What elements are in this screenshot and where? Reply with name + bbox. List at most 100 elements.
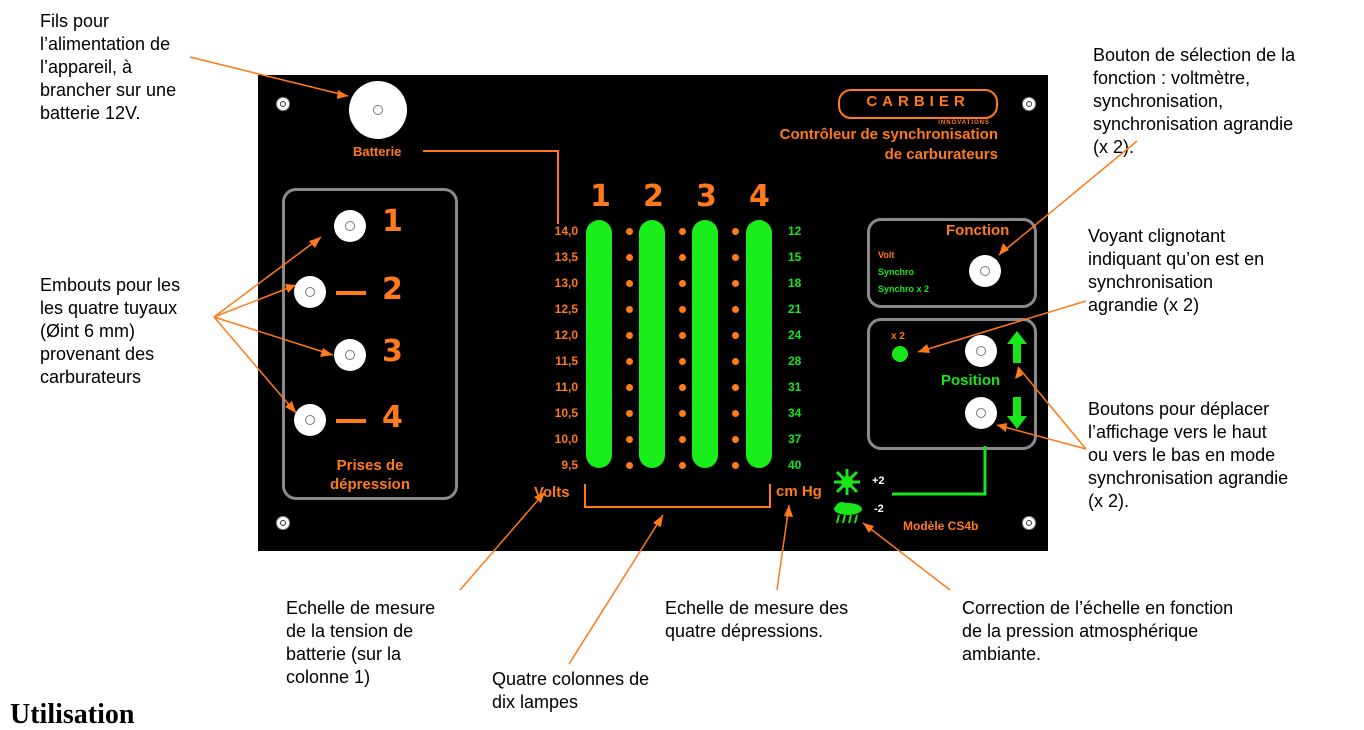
hg-scale-label: 34 — [788, 406, 802, 420]
port-number: 3 — [382, 334, 403, 369]
annotation-line: Quatre colonnes de — [492, 669, 650, 689]
arrow-up-icon — [1007, 331, 1027, 363]
position-down-button[interactable] — [965, 397, 997, 429]
lamp-dot — [679, 410, 686, 417]
battery-wire-grommet — [349, 81, 407, 139]
arrow-down-icon — [1007, 397, 1027, 429]
lamp-dot — [732, 280, 739, 287]
sun-icon — [834, 469, 860, 495]
annotation-boutons-deplacer: Boutons pour déplacer l’affichage vers l… — [1088, 398, 1288, 513]
annotation-fils: Fils pour l’alimentation de l’appareil, … — [40, 10, 176, 125]
annotation-line: dix lampes — [492, 692, 579, 712]
lamp-dot — [732, 436, 739, 443]
annotation-line: Echelle de mesure des — [665, 598, 849, 618]
annotation-line: brancher sur une — [40, 80, 177, 100]
correction-wire — [892, 446, 987, 496]
leader-embouts-4 — [213, 316, 297, 414]
fonction-selector-button[interactable] — [969, 255, 1001, 287]
position-label: Position — [941, 372, 1001, 389]
annotation-echelle-depressions: Echelle de mesure des quatre dépressions… — [665, 597, 848, 643]
prises-label-line2: dépression — [329, 476, 411, 493]
volt-scale-label: 13,5 — [554, 250, 578, 264]
arrowhead — [653, 515, 663, 527]
lamp-dot — [679, 384, 686, 391]
leader-position-down — [996, 424, 1087, 450]
arrowhead — [285, 284, 296, 293]
annotation-embouts: Embouts pour les les quatre tuyaux (Øint… — [40, 274, 180, 389]
annotation-line: Correction de l’échelle en fonction — [962, 598, 1234, 618]
annotation-line: Echelle de mesure — [286, 598, 436, 618]
fonction-option-synchro: Synchro — [878, 267, 915, 277]
annotation-line: colonne 1) — [286, 667, 371, 687]
hg-unit-text: cm Hg — [776, 483, 822, 500]
battery-wire — [423, 150, 559, 224]
lamp-dot — [679, 306, 686, 313]
x2-label: x 2 — [891, 331, 905, 342]
lamp-dot — [732, 462, 739, 469]
port-dash — [336, 419, 366, 423]
vacuum-port-4 — [294, 404, 326, 436]
column-number: 2 — [643, 179, 664, 214]
lamp-dot — [732, 228, 739, 235]
arrowhead — [285, 401, 296, 413]
leader-volts — [459, 491, 546, 591]
lamp-dot — [679, 462, 686, 469]
leader-fonction — [998, 140, 1138, 256]
volt-scale-label: 10,5 — [554, 406, 578, 420]
annotation-line: ambiante. — [962, 644, 1042, 664]
hg-scale-label: 21 — [788, 302, 802, 316]
volt-scale-label: 9,5 — [561, 458, 578, 472]
annotation-echelle-tension: Echelle de mesure de la tension de batte… — [286, 597, 435, 689]
hg-unit: cm Hg — [776, 483, 822, 500]
arrowhead — [784, 505, 793, 517]
lamp-dot — [679, 280, 686, 287]
annotation-line: agrandie (x 2) — [1088, 295, 1200, 315]
volt-scale-label: 13,0 — [554, 276, 578, 290]
lamp-column-2 — [639, 220, 665, 468]
annotation-quatre-colonnes: Quatre colonnes de dix lampes — [492, 668, 649, 714]
lamp-dot — [626, 462, 633, 469]
leader-embouts-3 — [213, 316, 334, 356]
lamp-dot — [626, 228, 633, 235]
annotation-line: batterie 12V. — [40, 103, 141, 123]
annotation-line: fonction : voltmètre, — [1093, 68, 1251, 88]
hg-scale-label: 37 — [788, 432, 802, 446]
vacuum-port-1 — [334, 210, 366, 242]
annotation-line: de la pression atmosphérique — [962, 621, 1199, 641]
lamp-column-3 — [692, 220, 718, 468]
lamp-dot — [679, 254, 686, 261]
arrowhead — [337, 90, 348, 99]
lamp-column-4 — [746, 220, 772, 468]
screw-icon — [276, 97, 290, 111]
annotation-line: Fils pour — [40, 11, 110, 31]
annotation-line: batterie (sur la — [286, 644, 402, 664]
lamp-dot — [626, 280, 633, 287]
lamp-dot — [732, 358, 739, 365]
lamp-dot — [679, 358, 686, 365]
lamp-dot — [732, 384, 739, 391]
panel-title-line1: Contrôleur de synchronisation — [779, 126, 998, 143]
logo-subtext: INNOVATIONS — [938, 120, 990, 126]
screw-icon — [1022, 97, 1036, 111]
leader-colonnes — [568, 514, 664, 665]
prises-label-line1: Prises de — [336, 457, 404, 474]
leader-hg — [776, 504, 790, 591]
position-box — [867, 318, 1037, 450]
lamp-dot — [626, 254, 633, 261]
logo-text: CARBIER — [866, 93, 970, 110]
arrowhead — [863, 523, 874, 533]
model-label: Modèle CS4b — [903, 519, 979, 533]
position-up-button[interactable] — [965, 335, 997, 367]
volt-scale-label: 11,5 — [555, 354, 578, 368]
hg-scale-label: 28 — [788, 354, 802, 368]
annotation-line: les quatre tuyaux — [40, 298, 178, 318]
leader-embouts-2 — [213, 284, 297, 318]
rain-cloud-icon — [834, 502, 862, 524]
column-number: 3 — [696, 179, 717, 214]
columns-bracket — [584, 484, 771, 508]
lamp-dot — [732, 332, 739, 339]
lamp-dot — [679, 332, 686, 339]
annotation-line: l’affichage vers le haut — [1088, 422, 1267, 442]
annotation-correction: Correction de l’échelle en fonction de l… — [962, 597, 1233, 666]
fonction-option-volt: Volt — [878, 250, 895, 260]
